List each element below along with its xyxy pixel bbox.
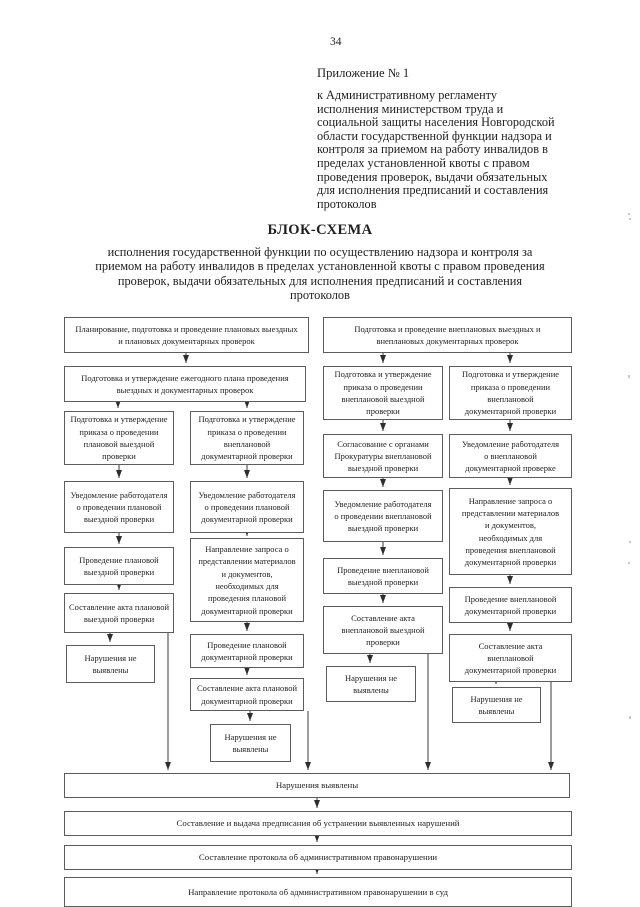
scan-artifact [629,716,631,719]
node-draw-protocol: Составление протокола об административно… [64,845,572,870]
annex-title: Приложение № 1 [317,66,410,80]
diagram-title: БЛОК-СХЕМА [267,222,373,238]
scan-artifact [628,375,630,378]
node-no-violations-4: Нарушения не выявлены [452,687,541,723]
node-issue-prescription: Составление и выдача предписания об устр… [64,811,572,836]
diagram-subtitle: исполнения государственной функции по ос… [95,245,545,303]
node-send-protocol-court: Направление протокола об административно… [64,877,572,907]
node-act-planned-doc: Составление акта плановой документарной … [190,678,304,711]
node-no-violations-2: Нарушения не выявлены [210,724,291,762]
node-notify-unplanned-field: Уведомление работодателя о проведении вн… [323,490,443,542]
node-order-unplanned-field: Подготовка и утверждение приказа о прове… [323,366,443,420]
node-notify-unplanned-doc: Уведомление работодателя о внеплановой д… [449,434,572,478]
node-request-unplanned-doc: Направление запроса о представлении мате… [449,488,572,575]
node-unplanned-checks-header: Подготовка и проведение внеплановых выез… [323,317,572,353]
node-act-unplanned-field: Составление акта внеплановой выездной пр… [323,606,443,654]
node-no-violations-1: Нарушения не выявлены [66,645,155,683]
node-conduct-planned-field: Проведение плановой выездной проверки [64,547,174,585]
node-notify-planned-field: Уведомление работодателя о проведении пл… [64,481,174,533]
scan-artifact [629,541,631,543]
node-notify-planned-doc: Уведомление работодателя о проведении пл… [190,481,304,533]
node-conduct-unplanned-doc: Проведение внеплановой документарной про… [449,587,572,623]
node-order-unplanned-doc: Подготовка и утверждение приказа о прове… [449,366,572,420]
page-number: 34 [330,36,342,48]
scan-artifact [628,213,630,215]
node-order-planned-field: Подготовка и утверждение приказа о прове… [64,411,174,465]
node-act-unplanned-doc: Составление акта внеплановой документарн… [449,634,572,682]
scan-artifact [628,562,630,564]
node-order-planned-doc: Подготовка и утверждение приказа о прове… [190,411,304,465]
node-request-planned-doc: Направление запроса о представлении мате… [190,538,304,622]
node-no-violations-3: Нарушения не выявлены [326,666,416,702]
annex-body: к Административному регламенту исполнени… [317,88,555,211]
node-prosecutor-approval: Согласование с органами Прокуратуры внеп… [323,434,443,478]
node-annual-plan: Подготовка и утверждение ежегодного план… [64,366,306,402]
scan-artifact [629,218,631,220]
node-conduct-planned-doc: Проведение плановой документарной провер… [190,634,304,668]
node-planned-checks-header: Планирование, подготовка и проведение пл… [64,317,309,353]
node-act-planned-field: Составление акта плановой выездной прове… [64,593,174,633]
node-violations-found: Нарушения выявлены [64,773,570,798]
node-conduct-unplanned-field: Проведение внеплановой выездной проверки [323,558,443,594]
